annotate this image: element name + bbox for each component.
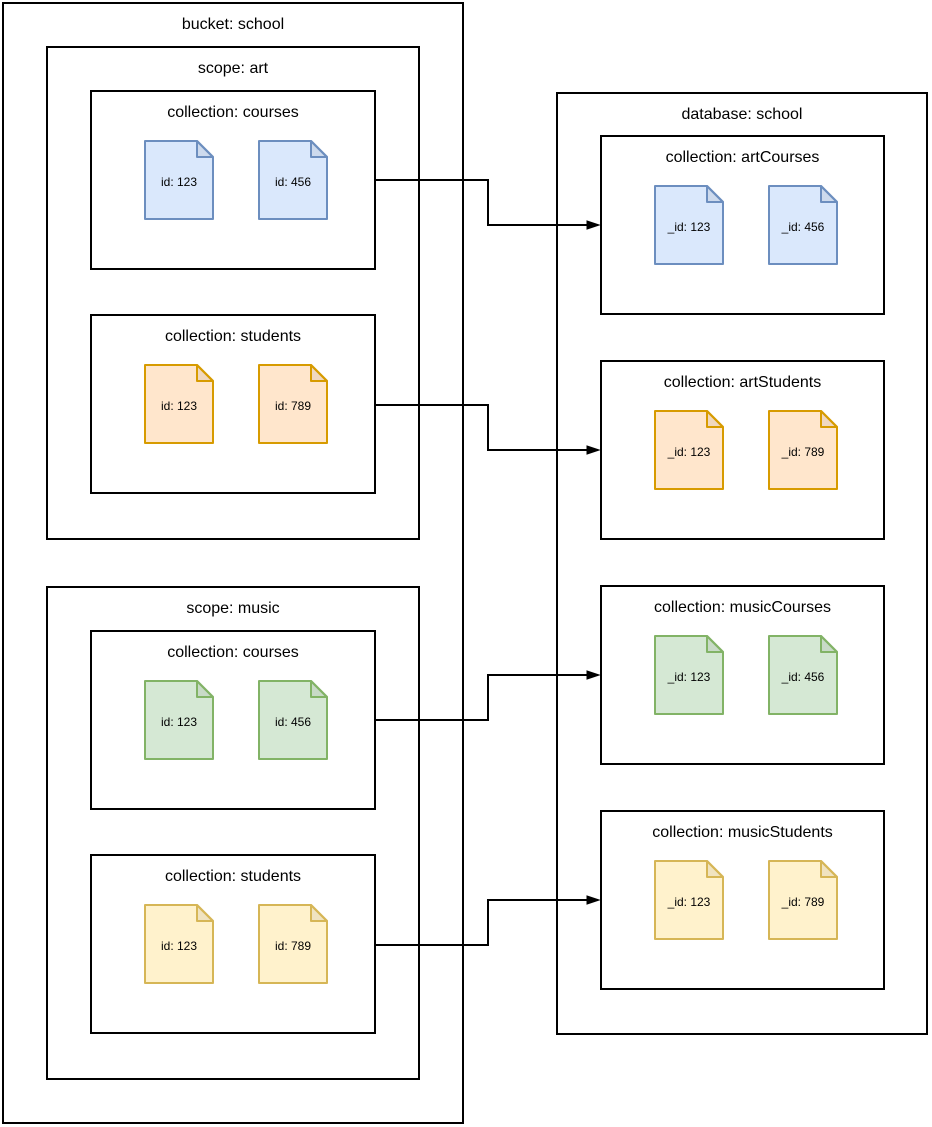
document-icon xyxy=(144,904,214,984)
collection-music-courses-title: collection: courses xyxy=(167,644,299,661)
document-icon xyxy=(654,860,724,940)
collection-musiccourses-box: collection: musicCourses _id: 123 _id: 4… xyxy=(600,585,885,765)
collection-musiccourses-title: collection: musicCourses xyxy=(654,599,831,616)
document-art-course-456: id: 456 xyxy=(258,140,328,220)
collection-art-students-title: collection: students xyxy=(164,328,302,345)
document-id-label: id: 123 xyxy=(160,399,198,413)
document-id-label: id: 456 xyxy=(274,175,312,189)
document-icon xyxy=(654,635,724,715)
document-music-course-456: id: 456 xyxy=(258,680,328,760)
document-artcourses-123: _id: 123 xyxy=(654,185,724,265)
document-musicstudents-789: _id: 789 xyxy=(768,860,838,940)
scope-art-title: scope: art xyxy=(197,60,269,77)
document-music-student-123: id: 123 xyxy=(144,904,214,984)
scope-music-title: scope: music xyxy=(186,600,280,617)
document-icon xyxy=(258,140,328,220)
document-id-label: _id: 456 xyxy=(781,670,825,684)
document-id-label: id: 789 xyxy=(274,939,312,953)
document-id-label: id: 456 xyxy=(274,715,312,729)
document-icon xyxy=(258,904,328,984)
document-icon xyxy=(258,364,328,444)
document-artstudents-123: _id: 123 xyxy=(654,410,724,490)
collection-music-students-title: collection: students xyxy=(164,868,302,885)
scope-music-box: scope: music xyxy=(46,586,420,1080)
document-icon xyxy=(144,680,214,760)
document-id-label: _id: 123 xyxy=(667,895,711,909)
document-icon xyxy=(768,635,838,715)
collection-artstudents-title: collection: artStudents xyxy=(663,374,822,391)
document-icon xyxy=(654,185,724,265)
document-id-label: id: 123 xyxy=(160,715,198,729)
collection-artcourses-title: collection: artCourses xyxy=(665,149,820,166)
collection-art-students-box: collection: students id: 123 id: 789 xyxy=(90,314,376,494)
document-musicstudents-123: _id: 123 xyxy=(654,860,724,940)
database-title: database: school xyxy=(681,106,803,123)
scope-art-box: scope: art xyxy=(46,46,420,540)
document-icon xyxy=(768,185,838,265)
bucket-box: bucket: school xyxy=(2,2,464,1124)
collection-art-courses-title: collection: courses xyxy=(167,104,299,121)
document-art-student-789: id: 789 xyxy=(258,364,328,444)
document-art-course-123: id: 123 xyxy=(144,140,214,220)
collection-music-courses-box: collection: courses id: 123 id: 456 xyxy=(90,630,376,810)
bucket-title: bucket: school xyxy=(181,16,285,33)
document-id-label: id: 789 xyxy=(274,399,312,413)
collection-artcourses-box: collection: artCourses _id: 123 _id: 456 xyxy=(600,135,885,315)
document-icon xyxy=(768,860,838,940)
document-icon xyxy=(144,364,214,444)
database-box: database: school xyxy=(556,92,928,1035)
document-icon xyxy=(258,680,328,760)
document-artcourses-456: _id: 456 xyxy=(768,185,838,265)
document-artstudents-789: _id: 789 xyxy=(768,410,838,490)
document-musiccourses-123: _id: 123 xyxy=(654,635,724,715)
document-art-student-123: id: 123 xyxy=(144,364,214,444)
document-id-label: id: 123 xyxy=(160,175,198,189)
document-icon xyxy=(144,140,214,220)
collection-music-students-box: collection: students id: 123 id: 789 xyxy=(90,854,376,1034)
document-id-label: id: 123 xyxy=(160,939,198,953)
document-id-label: _id: 123 xyxy=(667,445,711,459)
document-id-label: _id: 123 xyxy=(667,220,711,234)
document-musiccourses-456: _id: 456 xyxy=(768,635,838,715)
collection-musicstudents-title: collection: musicStudents xyxy=(652,824,833,841)
document-id-label: _id: 456 xyxy=(781,220,825,234)
document-id-label: _id: 123 xyxy=(667,670,711,684)
document-music-course-123: id: 123 xyxy=(144,680,214,760)
document-id-label: _id: 789 xyxy=(781,445,825,459)
document-id-label: _id: 789 xyxy=(781,895,825,909)
collection-artstudents-box: collection: artStudents _id: 123 _id: 78… xyxy=(600,360,885,540)
document-icon xyxy=(768,410,838,490)
collection-art-courses-box: collection: courses id: 123 id: 456 xyxy=(90,90,376,270)
document-icon xyxy=(654,410,724,490)
collection-musicstudents-box: collection: musicStudents _id: 123 _id: … xyxy=(600,810,885,990)
document-music-student-789: id: 789 xyxy=(258,904,328,984)
